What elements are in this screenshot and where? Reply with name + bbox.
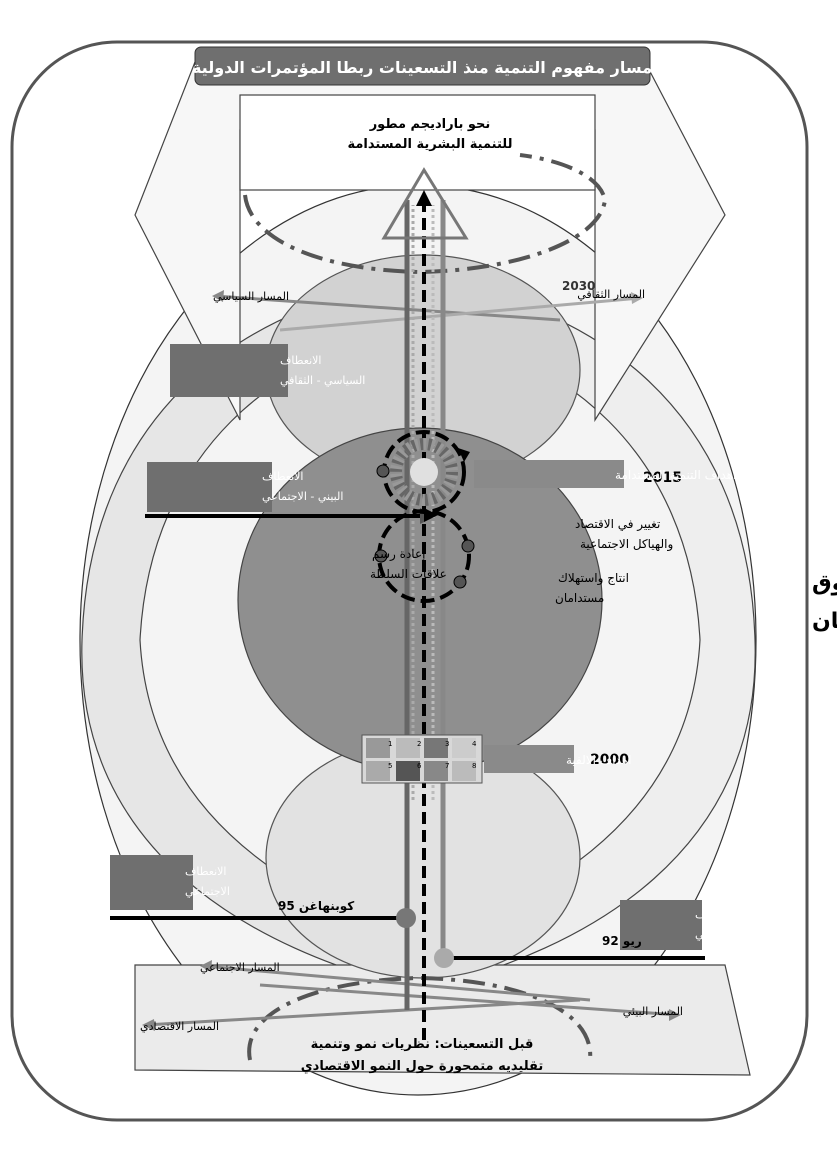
cultural-arrowhead <box>631 292 643 304</box>
copenhagen-node <box>396 908 416 928</box>
mdg-number-3: 3 <box>445 740 449 748</box>
bottom-band <box>134 964 751 1076</box>
bottom-caption-line1: قبل التسعينات: نظريات نمو وتنمية <box>311 1037 534 1052</box>
top-dashed-arc <box>243 153 608 275</box>
mdg-number-5: 5 <box>388 762 392 770</box>
consumption-line2: مستدامان <box>555 591 604 605</box>
mdg-icons <box>366 738 476 781</box>
loop-node-consumption <box>453 575 467 589</box>
political-path-arrow <box>214 294 561 322</box>
mdg-number-2: 2 <box>417 740 421 748</box>
economy-change-line2: والهياكل الاجتماعية <box>580 537 673 552</box>
title-box <box>194 46 651 86</box>
human-rights-line2: الانسان <box>812 609 837 634</box>
page-title: مسار مفهوم التنمية منذ التسعينات ربطا ال… <box>192 58 652 77</box>
turn-social-line1: الانعطاف <box>185 865 226 878</box>
mdg-box <box>484 745 574 773</box>
goal-triangle-tip <box>416 190 432 206</box>
year-2030: 2030 <box>562 279 595 293</box>
mdg-number-4: 4 <box>472 740 477 748</box>
rio-label: ريو 92 <box>602 934 642 949</box>
mdg-number-8: 8 <box>472 762 476 770</box>
loop-node-economy <box>461 539 475 553</box>
mdg-number-1: 1 <box>388 740 392 748</box>
mdg-number-7: 7 <box>445 762 449 770</box>
left-twist-band <box>81 279 421 991</box>
lower-loop-arrowhead <box>424 508 438 522</box>
turn-box-environmental <box>620 900 702 950</box>
year-2000: 2000 <box>590 752 629 768</box>
label-economic-path: المسار الاقتصادي <box>140 1020 219 1033</box>
mdg-number-labels: 1 2 3 4 5 6 7 8 <box>388 740 477 770</box>
top-goal-line1: نحو باراديجم مطور <box>369 117 491 132</box>
political-arrowhead <box>212 290 224 302</box>
bottom-caption-line2: تقليديه متمحورة حول النمو الاقتصادي <box>301 1059 544 1074</box>
turn-social-line2: الاجتماعي <box>185 885 230 898</box>
turn-box-social <box>110 855 193 910</box>
turn-environmental-line2: البيني <box>695 928 721 941</box>
sdg-box <box>474 460 624 488</box>
loop-node-power <box>374 549 388 563</box>
cultural-path-arrow <box>279 296 641 332</box>
label-political-path: المسار السياسي <box>213 290 289 303</box>
top-funnel-inner <box>239 94 596 191</box>
year-2015: 2015 <box>643 470 682 486</box>
turn-political-cultural-line1: الانعطاف <box>280 354 321 367</box>
label-environmental-path: المسار البيئي <box>623 1005 683 1018</box>
loop-node-left-upper <box>376 464 390 478</box>
sdg-wheel-icon <box>390 438 458 506</box>
mdg-number-6: 6 <box>417 762 422 770</box>
right-twist-band <box>419 279 756 991</box>
power-relations-line2: علاقات السلطة <box>370 567 447 581</box>
turn-env-social-line2: البيني - الاجتماعي <box>262 490 343 503</box>
environmental-path-arrow <box>259 983 679 1017</box>
social-arrowhead <box>200 960 212 972</box>
label-social-path: المسار الاجتماعي <box>200 961 280 974</box>
top-funnel <box>134 61 726 423</box>
label-cultural-path: المسار الثقافي <box>577 288 645 301</box>
turn-env-social-line1: الانعطاف <box>262 470 303 483</box>
economic-arrowhead <box>142 1019 155 1031</box>
economy-change-line1: تغيير في الاقتصاد <box>575 517 660 532</box>
environmental-arrowhead <box>669 1009 681 1021</box>
sdg-label: اهداف التنمية المستدامة <box>615 468 736 482</box>
sdg-loop-arrowhead <box>458 448 470 462</box>
consumption-line1: انتاج واستهلاك <box>558 571 629 586</box>
turn-environmental-line1: الانعطاف <box>695 908 736 921</box>
power-relations-line1: إعادة رسم <box>372 547 425 562</box>
turn-box-env-social <box>147 462 272 512</box>
goal-triangle <box>381 167 469 240</box>
social-path-arrow <box>202 964 591 1002</box>
top-goal-line2: للتنمية البشرية المستدامة <box>348 137 513 152</box>
turn-political-cultural-line2: السياسي - الثقافي <box>280 374 365 387</box>
human-rights-line1: حقوق <box>812 571 837 596</box>
rio-node <box>434 948 454 968</box>
turn-box-political-cultural <box>170 344 288 397</box>
copenhagen-label: كوبنهاغن 95 <box>278 899 354 914</box>
mdg-label: اهداف الالفية <box>566 753 632 767</box>
